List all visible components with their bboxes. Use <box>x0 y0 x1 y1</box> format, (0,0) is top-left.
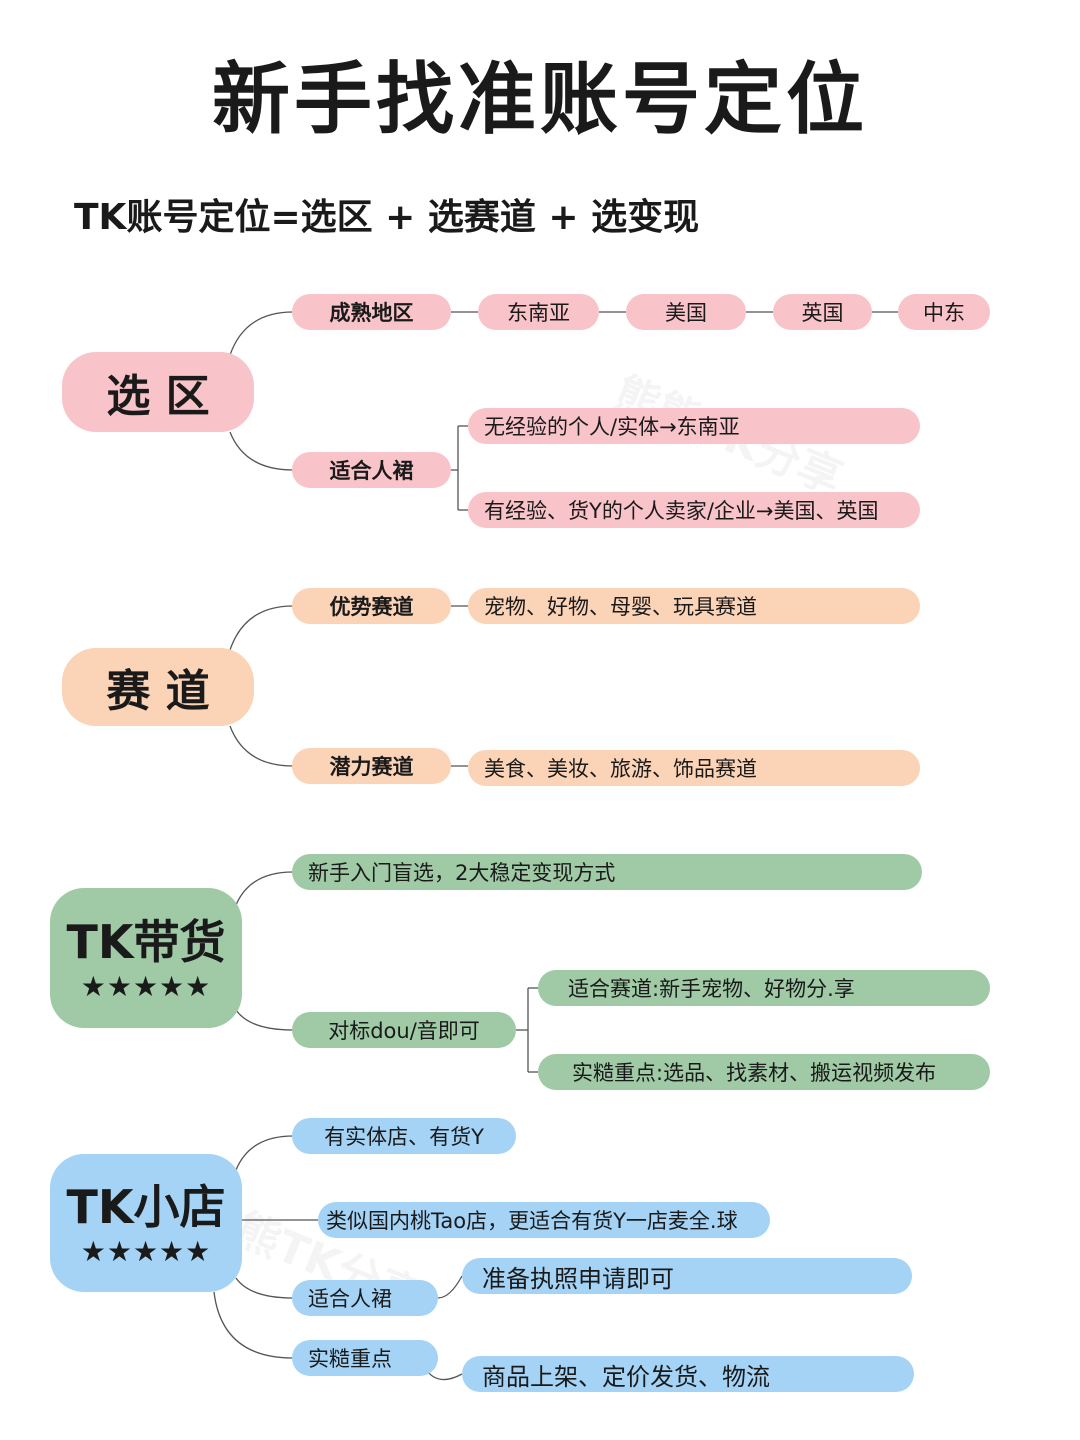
advantage-track-value: 宠物、好物、母婴、玩具赛道 <box>468 588 920 624</box>
suitable-crowd-node: 适合人裙 <box>292 452 451 488</box>
page-title: 新手找准账号定位 <box>211 55 868 145</box>
potential-track-node: 潜力赛道 <box>292 748 451 784</box>
daihuo-node: TK带货 ★★★★★ <box>50 888 242 1028</box>
region-label: 选 区 <box>106 371 210 422</box>
shop-crowd-node: 适合人裙 <box>292 1280 438 1316</box>
daihuo-key-points: 实糙重点:选品、找素材、搬运视频发布 <box>538 1054 990 1090</box>
region-item-me: 中东 <box>898 294 990 330</box>
advantage-track-node: 优势赛道 <box>292 588 451 624</box>
potential-track-value: 美食、美妆、旅游、饰品赛道 <box>468 750 920 786</box>
daihuo-label: TK带货 <box>66 915 226 969</box>
track-label: 赛 道 <box>106 666 210 717</box>
shop-node: TK小店 ★★★★★ <box>50 1154 242 1292</box>
shop-label: TK小店 <box>66 1180 226 1234</box>
crowd-item-experienced: 有经验、货Y的个人卖家/企业→美国、英国 <box>468 492 920 528</box>
shop-key-value: 商品上架、定价发货、物流 <box>462 1356 914 1392</box>
shop-stars: ★★★★★ <box>80 1235 212 1268</box>
benchmark-node: 对标dou/音即可 <box>292 1012 516 1048</box>
formula-heading: TK账号定位=选区 + 选赛道 + 选变现 <box>74 197 700 238</box>
region-item-sea: 东南亚 <box>478 294 599 330</box>
region-item-us: 美国 <box>626 294 746 330</box>
shop-physical: 有实体店、有货Y <box>292 1118 516 1154</box>
track-node: 赛 道 <box>62 648 254 726</box>
region-item-uk: 英国 <box>773 294 872 330</box>
crowd-item-beginner: 无经验的个人/实体→东南亚 <box>468 408 920 444</box>
daihuo-intro: 新手入门盲选，2大稳定变现方式 <box>292 854 922 890</box>
shop-key-node: 实糙重点 <box>292 1340 438 1376</box>
shop-similar: 类似国内桃Tao店，更适合有货Y一店麦全.球 <box>318 1202 770 1238</box>
daihuo-suitable-track: 适合赛道:新手宠物、好物分.享 <box>538 970 990 1006</box>
region-node: 选 区 <box>62 352 254 432</box>
shop-crowd-value: 准备执照申请即可 <box>462 1258 912 1294</box>
daihuo-stars: ★★★★★ <box>80 970 212 1003</box>
mature-region-node: 成熟地区 <box>292 294 451 330</box>
